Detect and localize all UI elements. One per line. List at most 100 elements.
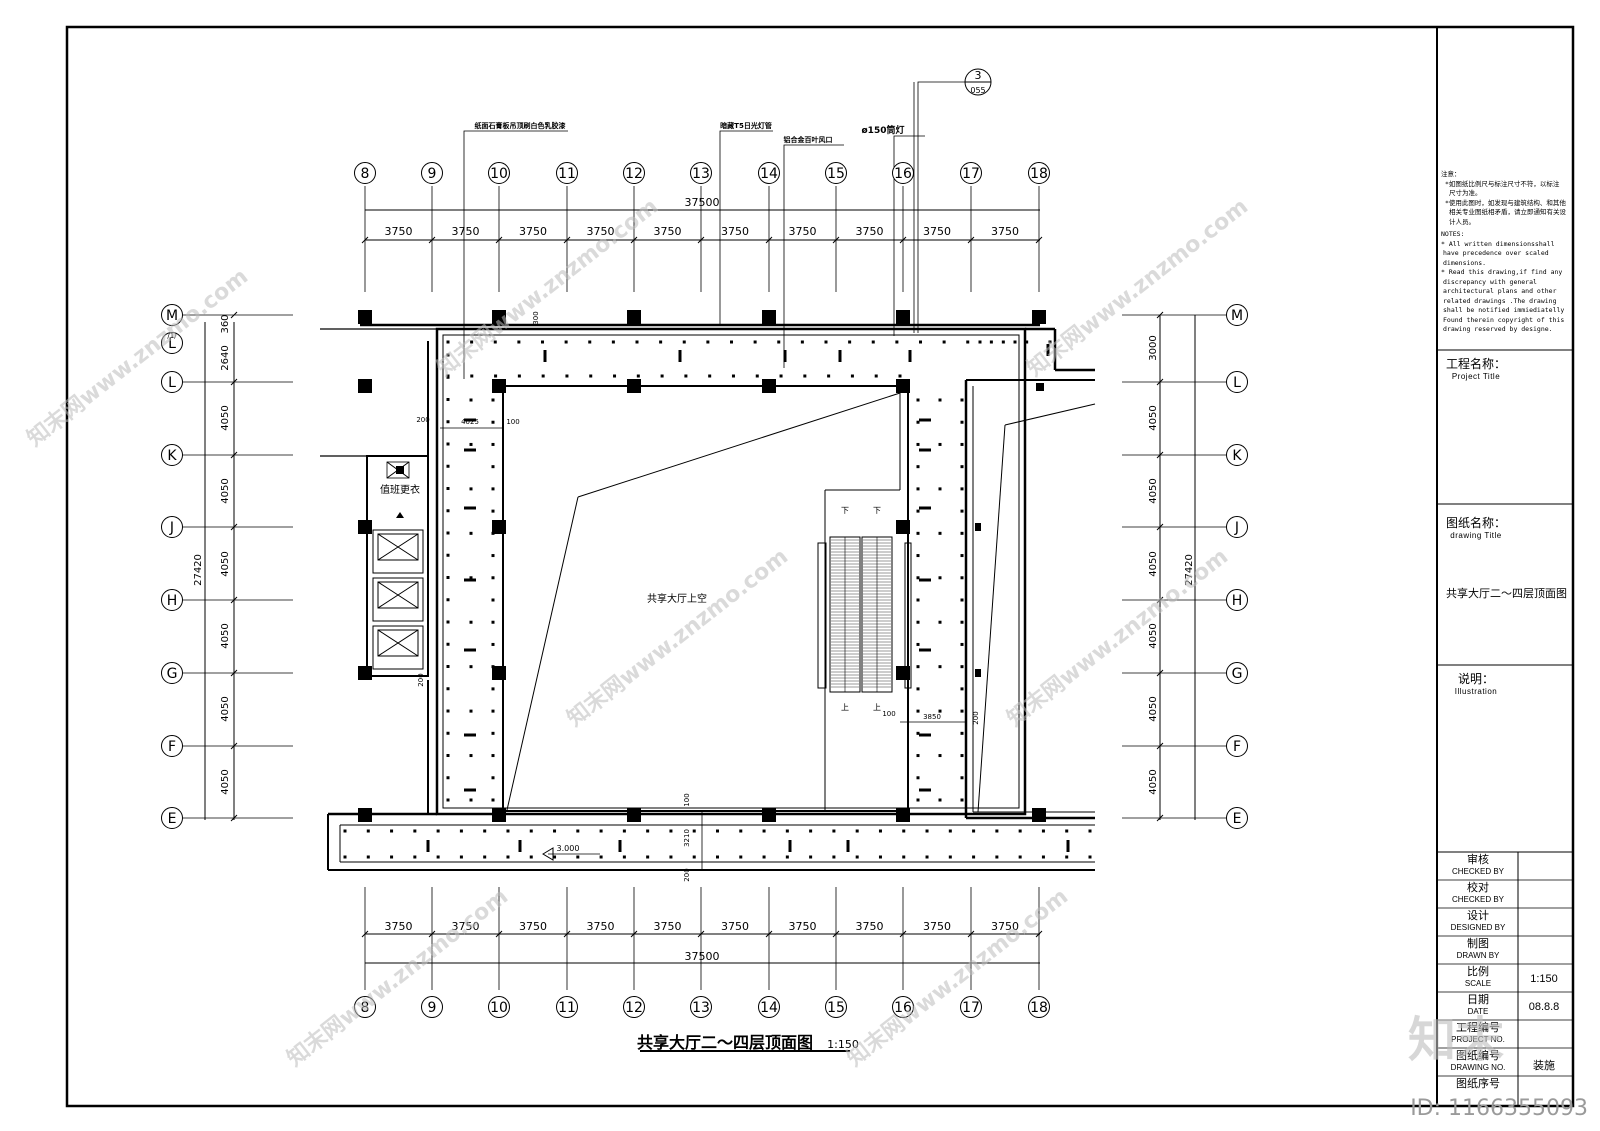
downlight: [413, 855, 417, 859]
grid-bubble-right-L: [1226, 371, 1248, 393]
air-vent: [543, 350, 547, 362]
grid-bubble-right-F: [1226, 735, 1248, 757]
dim-tick: [230, 596, 238, 604]
downlight: [925, 855, 929, 859]
grid-bubble-top-8: [354, 162, 376, 184]
grid-bubble-top-10: [488, 162, 510, 184]
downlight: [850, 374, 854, 378]
downlight: [916, 398, 920, 402]
closet-fixture: [396, 466, 404, 474]
downlight: [553, 829, 557, 833]
downlight: [948, 829, 952, 833]
downlight: [469, 531, 473, 535]
drawing-title: 共享大厅二～四层顶面图: [637, 1033, 813, 1052]
downlight: [682, 340, 686, 344]
column: [1032, 310, 1046, 324]
downlight: [938, 398, 942, 402]
column: [896, 520, 910, 534]
air-vent: [464, 578, 476, 582]
dim-tick: [1156, 451, 1164, 459]
downlight: [491, 420, 495, 424]
closet-marker: [396, 512, 404, 518]
grid-bubble-bottom-11-label: 11: [558, 1000, 576, 1016]
dim-tick: [230, 814, 238, 822]
grid-bubble-top-14: [758, 162, 780, 184]
downlight: [491, 598, 495, 602]
downlight: [491, 442, 495, 446]
dim-right-3: 4050: [1148, 551, 1159, 576]
downlight: [589, 374, 593, 378]
downlight: [1088, 829, 1092, 833]
grid-bubble-bottom-18-label: 18: [1030, 1000, 1048, 1016]
downlight: [506, 829, 510, 833]
air-vent: [783, 350, 787, 362]
title-block-label-en: SCALE: [1464, 979, 1492, 988]
grid-bubble-top-18: [1028, 162, 1050, 184]
downlight: [565, 374, 569, 378]
room-label: 共享大厅上空: [647, 592, 707, 605]
downlight: [960, 709, 964, 713]
downlight: [730, 340, 733, 344]
air-vent: [1066, 840, 1070, 852]
grid-bubble-bottom-17-label: 17: [962, 1000, 980, 1016]
grid-bubble-top-16-label: 16: [894, 166, 912, 182]
dim-tick: [230, 311, 238, 319]
section-mark-num: 3: [975, 69, 982, 82]
downlight: [938, 487, 942, 491]
column: [358, 520, 372, 534]
escalator-mark: 上: [841, 703, 849, 712]
downlight: [916, 709, 920, 713]
downlight: [1013, 340, 1017, 344]
downlight: [446, 687, 450, 691]
column: [358, 666, 372, 680]
downlight: [446, 553, 450, 557]
grid-bubble-left-L1: [161, 332, 183, 354]
downlight: [916, 620, 920, 624]
downlight: [960, 442, 964, 446]
inner-dim-7: 100: [683, 793, 691, 806]
grid-bubble-right-J-label: J: [1234, 520, 1239, 536]
dim-bottom-9: 3750: [991, 920, 1019, 933]
dim-left-6: 4050: [220, 696, 231, 721]
column: [1032, 808, 1046, 822]
dim-top-8: 3750: [923, 225, 951, 238]
downlight: [413, 829, 417, 833]
downlight: [553, 855, 557, 859]
downlight: [960, 776, 964, 780]
downlight: [541, 374, 545, 378]
downlight: [938, 754, 942, 758]
downlight: [588, 340, 592, 344]
downlight: [938, 665, 942, 669]
downlight: [469, 665, 473, 669]
air-vent: [464, 506, 476, 510]
closet-label: 值班更衣: [380, 483, 420, 496]
downlight: [343, 829, 347, 833]
downlight: [916, 531, 920, 535]
downlight: [366, 855, 370, 859]
grid-bubble-left-E: [161, 807, 183, 829]
downlight: [960, 487, 964, 491]
downlight: [1065, 829, 1069, 833]
grid-bubble-right-E: [1226, 807, 1248, 829]
column: [492, 666, 506, 680]
downlight: [960, 665, 964, 669]
downlight: [446, 620, 450, 624]
downlight: [966, 340, 970, 344]
downlight: [692, 829, 696, 833]
title-block-label-cn: 图纸编号: [1456, 1050, 1500, 1062]
title-block-value: 1:150: [1530, 973, 1558, 985]
callout-1: 暗藏T5日光灯管: [720, 121, 772, 130]
downlight: [938, 531, 942, 535]
dim-tick: [630, 236, 638, 244]
downlight: [972, 855, 976, 859]
grid-bubble-left-J-label: J: [169, 520, 174, 536]
grid-bubble-right-K-label: K: [1232, 448, 1242, 464]
title-block-label-en: PROJECT NO.: [1451, 1035, 1505, 1044]
downlight: [916, 576, 920, 580]
air-vent: [464, 418, 476, 422]
grid-bubble-left-L-label: L: [168, 375, 176, 391]
grid-bubble-right-F-label: F: [1233, 739, 1241, 755]
downlight: [916, 554, 920, 558]
downlight: [855, 855, 859, 859]
air-vent: [919, 448, 931, 452]
